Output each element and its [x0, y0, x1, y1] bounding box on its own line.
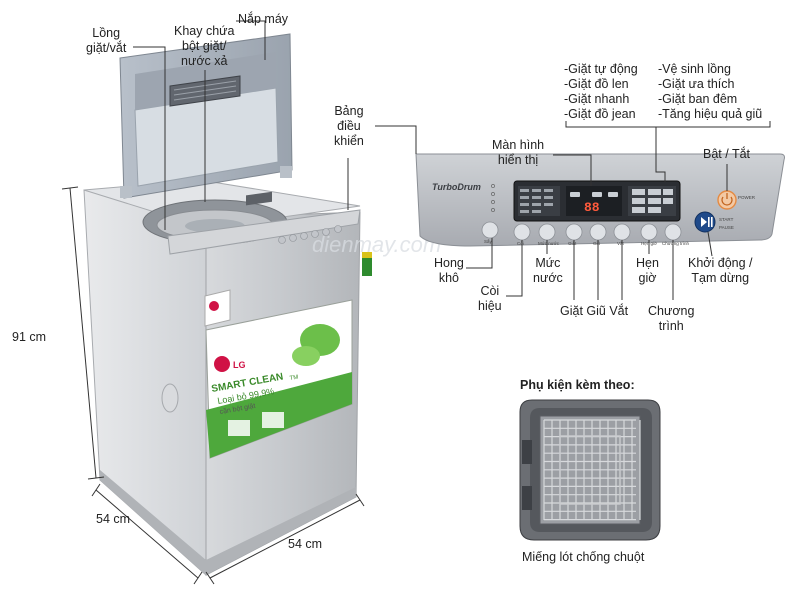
dimension-lines [61, 186, 365, 585]
chuong-trinh-button [664, 223, 682, 241]
label-khoi-dong: Khởi động / Tạm dừng [688, 256, 753, 285]
washing-machine: LG SMART CLEAN TM Loại bỏ 99,9% cặn bột … [83, 33, 372, 577]
power-text: POWER [738, 195, 756, 200]
pause-text: PAUSE [719, 225, 734, 230]
coi-hieu-button [513, 223, 531, 241]
btn-label-muc-nuoc: Mức nước [538, 241, 560, 246]
vat-button [613, 223, 631, 241]
btn-label-vat: Vắt [617, 240, 625, 246]
label-bang-dieu-khien: Bảng điều khiển [334, 104, 364, 148]
btn-label-giu: Giũ [593, 241, 601, 246]
tm-mark: TM [289, 375, 299, 382]
btn-label-coi: Còi [517, 241, 524, 246]
btn-label-giat: Giặt [568, 241, 577, 246]
btn-label-chuong-trinh: Chương trình [662, 241, 689, 246]
label-man-hinh: Màn hình hiển thị [492, 138, 545, 167]
display-digits: 88 [584, 200, 600, 215]
dimension-width: 54 cm [288, 537, 323, 551]
lg-logo: LG [233, 360, 246, 370]
muc-nuoc-button [538, 223, 556, 241]
giat-button [565, 223, 583, 241]
giu-button [589, 223, 607, 241]
label-coi-hieu: Còi hiệu [478, 284, 502, 313]
label-mieng-lot: Miếng lót chống chuột [522, 550, 645, 564]
start-text: START [719, 217, 734, 222]
label-giat-giu-vat: Giặt Giũ Vắt [560, 304, 629, 318]
btn-label-say: Sấy [484, 239, 493, 244]
label-phu-kien: Phụ kiện kèm theo: [520, 378, 635, 392]
label-long-giat: Lồng giặt/vắt [86, 26, 127, 55]
control-panel: TurboDrum 88 [415, 153, 785, 247]
label-hong-kho: Hong khô [434, 256, 464, 285]
hong-kho-button [481, 221, 499, 239]
label-hen-gio: Hẹn giờ [636, 256, 659, 285]
dimension-height: 91 cm [12, 330, 47, 344]
leader-lines [133, 20, 771, 300]
label-nap-may: Nắp máy [238, 12, 289, 26]
anti-rodent-mat [519, 399, 661, 541]
label-khay-chua: Khay chứa bột giặt/ nước xả [174, 24, 235, 68]
label-bat-tat: Bật / Tắt [703, 147, 751, 161]
label-chuong-trinh: Chương trình [648, 304, 695, 333]
dimension-depth: 54 cm [96, 512, 131, 526]
program-list-right: -Vệ sinh lồng -Giặt ưa thích -Giặt ban đ… [658, 62, 763, 121]
label-muc-nuoc: Mức nước [533, 256, 563, 285]
top-control-strip [167, 209, 361, 255]
turbodrum-logo: TurboDrum [432, 182, 481, 192]
hen-gio-button [640, 223, 658, 241]
program-list-left: -Giặt tự động -Giặt đồ len -Giặt nhanh -… [564, 62, 638, 121]
